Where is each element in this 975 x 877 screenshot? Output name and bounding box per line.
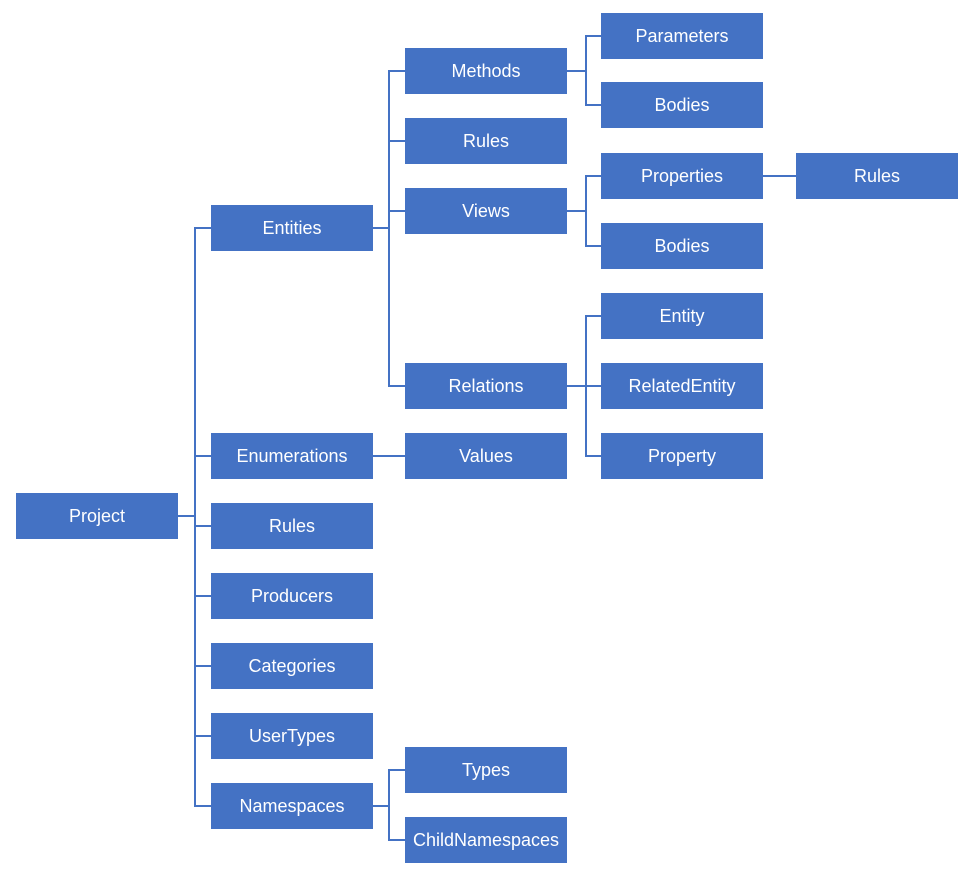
node-label: Project <box>68 506 126 526</box>
node-label: Rules <box>268 516 316 536</box>
connector-line <box>194 805 211 807</box>
node-label: Parameters <box>635 26 729 46</box>
connector-line <box>567 70 587 72</box>
node-childnamespaces: ChildNamespaces <box>405 817 567 863</box>
connector-line <box>585 245 601 247</box>
connector-line <box>585 104 601 106</box>
connector-line <box>585 35 601 37</box>
connector-line <box>585 175 601 177</box>
connector-line <box>388 210 405 212</box>
connector-line <box>388 70 405 72</box>
connector-line <box>373 805 390 807</box>
node-parameters: Parameters <box>601 13 763 59</box>
node-rules-entities: Rules <box>405 118 567 164</box>
node-label: Values <box>459 446 513 466</box>
connector-line <box>388 140 405 142</box>
node-label: Producers <box>250 586 334 606</box>
node-producers: Producers <box>211 573 373 619</box>
node-label: Views <box>462 201 510 221</box>
node-relatedentity: RelatedEntity <box>601 363 763 409</box>
node-categories: Categories <box>211 643 373 689</box>
node-relations: Relations <box>405 363 567 409</box>
connector-line <box>585 455 601 457</box>
node-properties: Properties <box>601 153 763 199</box>
connector-line <box>194 735 211 737</box>
node-usertypes: UserTypes <box>211 713 373 759</box>
node-bodies-views: Bodies <box>601 223 763 269</box>
node-label: Relations <box>448 376 524 396</box>
node-label: Types <box>461 760 511 780</box>
node-label: Bodies <box>654 95 710 115</box>
connector-line <box>388 769 390 841</box>
connector-line <box>178 515 196 517</box>
connector-line <box>567 385 601 387</box>
node-label: Categories <box>248 656 336 676</box>
connector-line <box>585 315 587 457</box>
node-label: Namespaces <box>239 796 345 816</box>
connector-line <box>585 315 601 317</box>
node-label: Rules <box>853 166 901 186</box>
node-rules-project: Rules <box>211 503 373 549</box>
node-rules-properties: Rules <box>796 153 958 199</box>
connector-line <box>388 70 390 387</box>
connector-line <box>763 175 796 177</box>
node-project: Project <box>16 493 178 539</box>
node-types: Types <box>405 747 567 793</box>
node-property: Property <box>601 433 763 479</box>
node-label: ChildNamespaces <box>412 830 560 850</box>
node-label: Bodies <box>654 236 710 256</box>
node-label: Entity <box>659 306 705 326</box>
connector-line <box>567 210 587 212</box>
connector-line <box>373 227 390 229</box>
node-label: Rules <box>462 131 510 151</box>
connector-line <box>194 455 211 457</box>
connector-line <box>194 665 211 667</box>
node-methods: Methods <box>405 48 567 94</box>
node-label: Enumerations <box>236 446 348 466</box>
node-entities: Entities <box>211 205 373 251</box>
node-label: Methods <box>451 61 521 81</box>
node-label: RelatedEntity <box>628 376 736 396</box>
connector-line <box>388 385 405 387</box>
connector-line <box>194 595 211 597</box>
node-label: Properties <box>640 166 724 186</box>
node-label: Entities <box>262 218 322 238</box>
connector-line <box>388 839 405 841</box>
node-label: Property <box>647 446 717 466</box>
node-namespaces: Namespaces <box>211 783 373 829</box>
connector-line <box>388 769 405 771</box>
node-values: Values <box>405 433 567 479</box>
node-views: Views <box>405 188 567 234</box>
connector-line <box>194 525 211 527</box>
node-entity: Entity <box>601 293 763 339</box>
connector-line <box>585 175 587 247</box>
connector-line <box>194 227 211 229</box>
connector-line <box>194 227 196 807</box>
connector-line <box>373 455 405 457</box>
node-bodies-methods: Bodies <box>601 82 763 128</box>
node-label: UserTypes <box>248 726 336 746</box>
node-enumerations: Enumerations <box>211 433 373 479</box>
connector-line <box>585 35 587 106</box>
